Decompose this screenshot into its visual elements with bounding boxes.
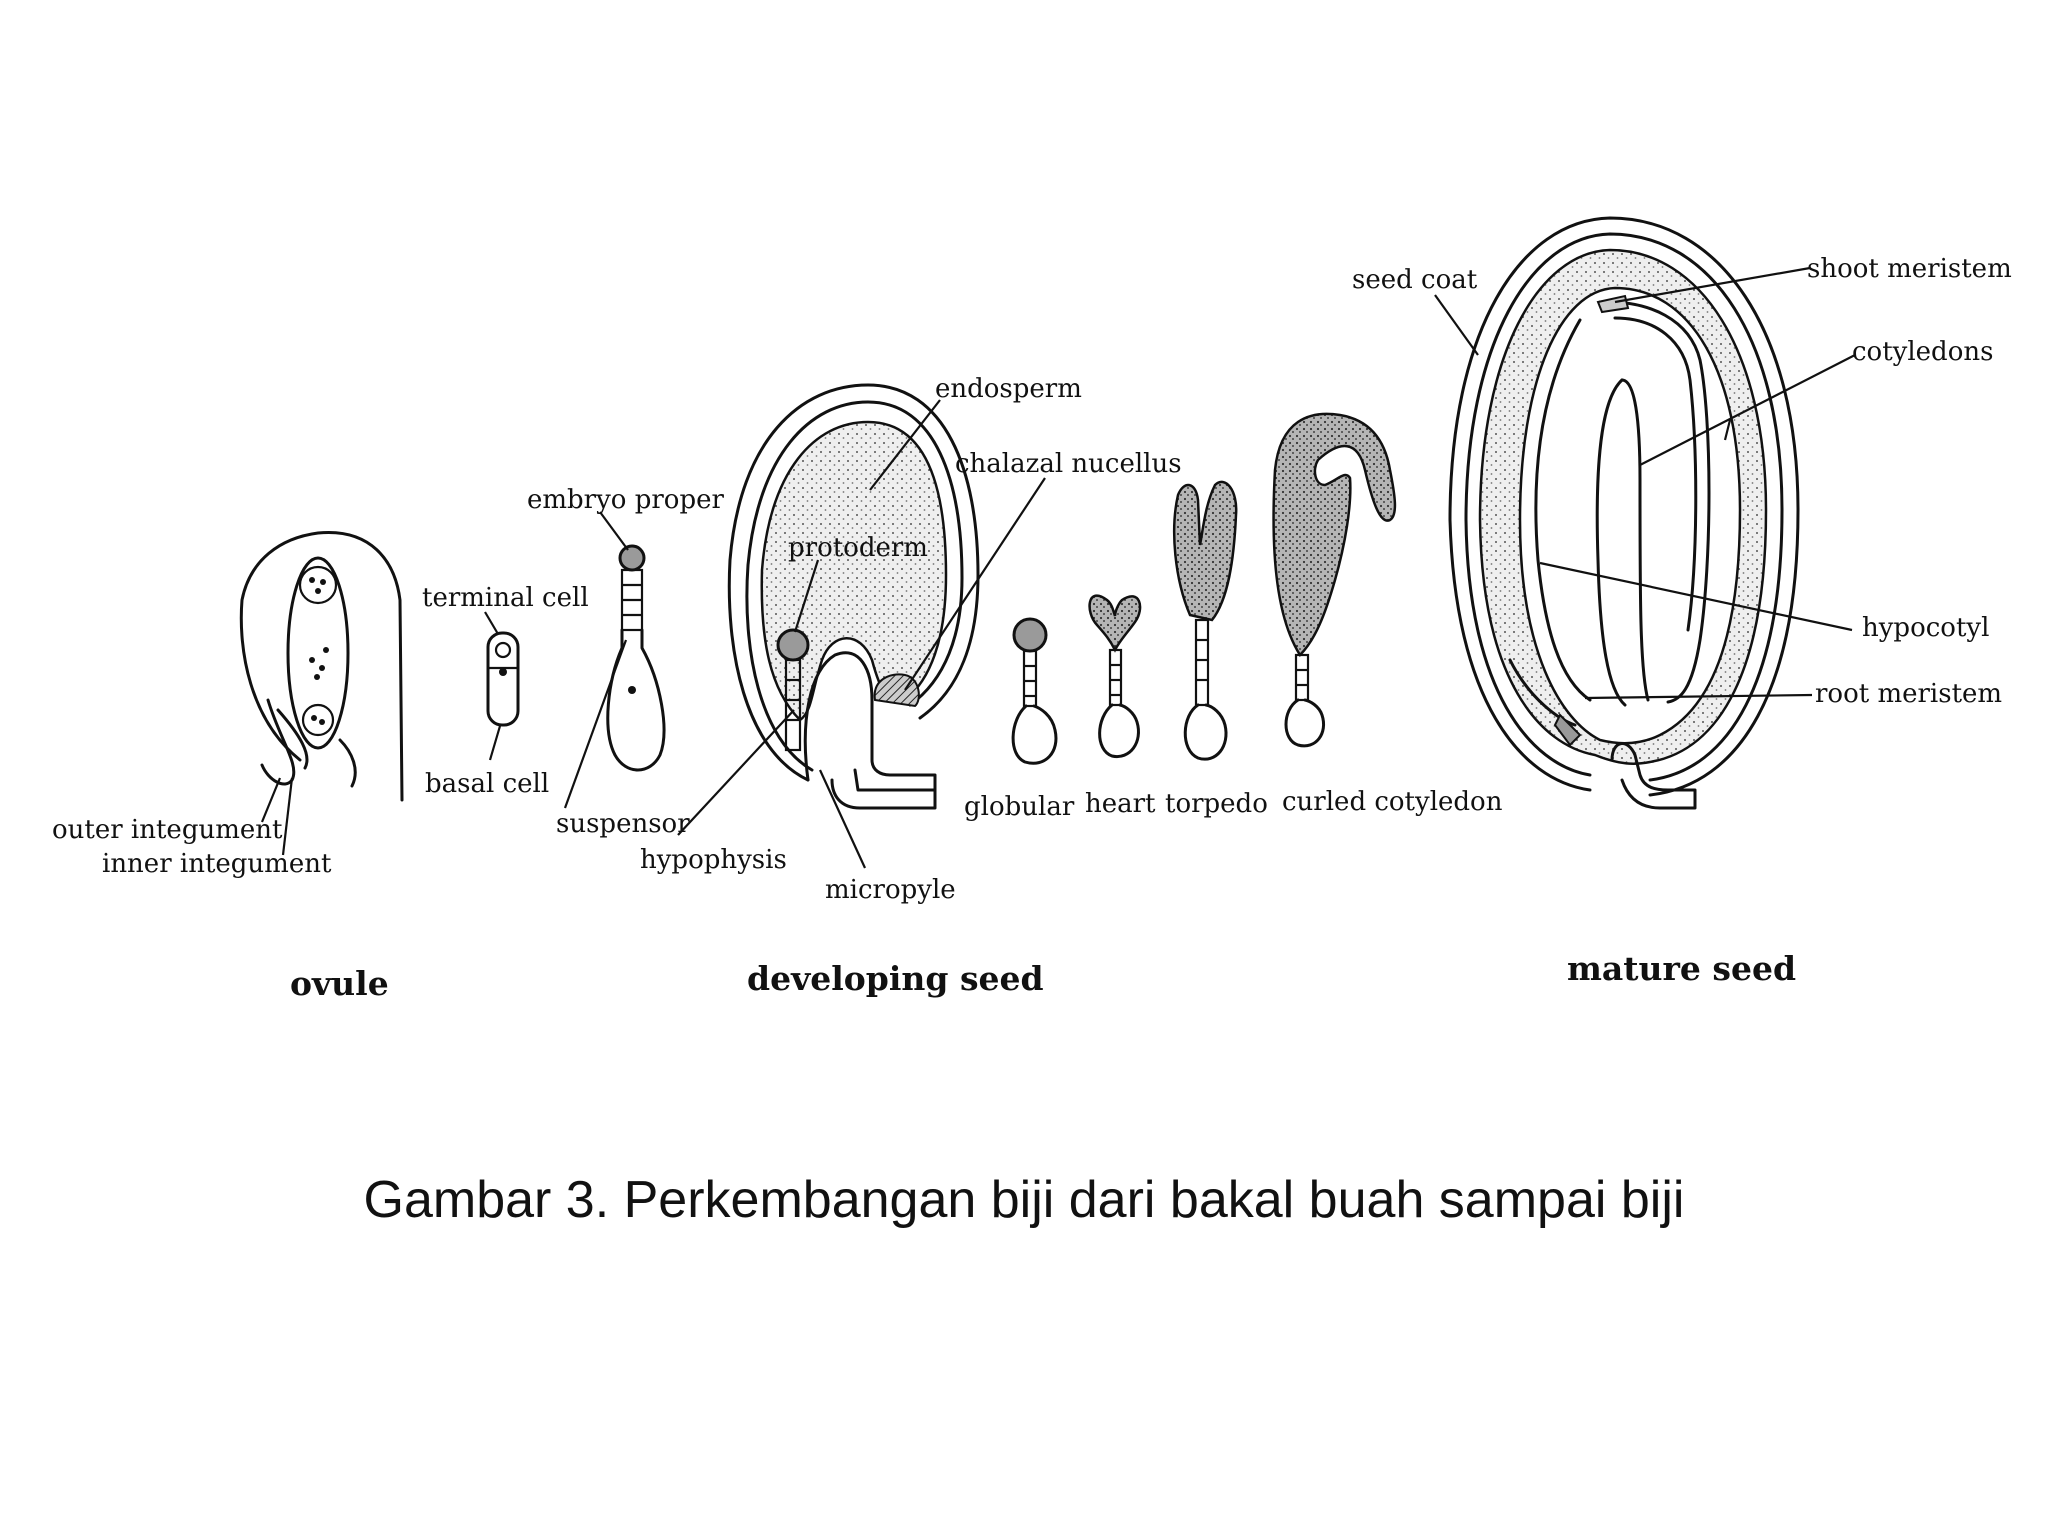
label-seed-coat: seed coat — [1352, 265, 1478, 295]
label-embryo-proper: embryo proper — [527, 485, 724, 515]
label-hypophysis: hypophysis — [640, 845, 787, 875]
label-endosperm: endosperm — [935, 374, 1082, 404]
mature-seed-drawing — [1434, 216, 1856, 810]
developing-seed-drawing — [677, 383, 1046, 869]
early-embryo-drawing — [563, 511, 666, 809]
group-title-ovule: ovule — [290, 964, 389, 1003]
label-basal-cell: basal cell — [425, 769, 549, 799]
label-protoderm: protoderm — [788, 533, 928, 563]
label-outer-integument: outer integument — [52, 815, 283, 845]
label-suspensor: suspensor — [556, 809, 690, 839]
globular-embryo-drawing — [1011, 617, 1058, 765]
label-curled-cotyledon: curled cotyledon — [1282, 787, 1503, 817]
label-terminal-cell: terminal cell — [422, 583, 589, 613]
label-cotyledons: cotyledons — [1852, 337, 1993, 367]
label-shoot-meristem: shoot meristem — [1807, 254, 2012, 284]
ovule-drawing — [239, 531, 404, 856]
group-title-developing-seed: developing seed — [747, 959, 1044, 998]
heart-embryo-drawing — [1088, 594, 1142, 759]
label-heart: heart — [1085, 789, 1156, 819]
label-root-meristem: root meristem — [1815, 679, 2002, 709]
label-chalazal-nucellus: chalazal nucellus — [955, 449, 1182, 479]
label-micropyle: micropyle — [825, 875, 956, 905]
zygote-two-cell-drawing — [484, 611, 520, 761]
label-hypocotyl: hypocotyl — [1862, 613, 1989, 643]
label-inner-integument: inner integument — [102, 849, 332, 879]
curled-cotyledon-embryo-drawing — [1272, 412, 1397, 748]
figure-caption: Gambar 3. Perkembangan biji dari bakal b… — [363, 1171, 1685, 1229]
label-globular: globular — [964, 792, 1075, 822]
label-torpedo: torpedo — [1165, 789, 1268, 819]
torpedo-embryo-drawing — [1172, 480, 1238, 761]
group-title-mature-seed: mature seed — [1567, 949, 1796, 988]
